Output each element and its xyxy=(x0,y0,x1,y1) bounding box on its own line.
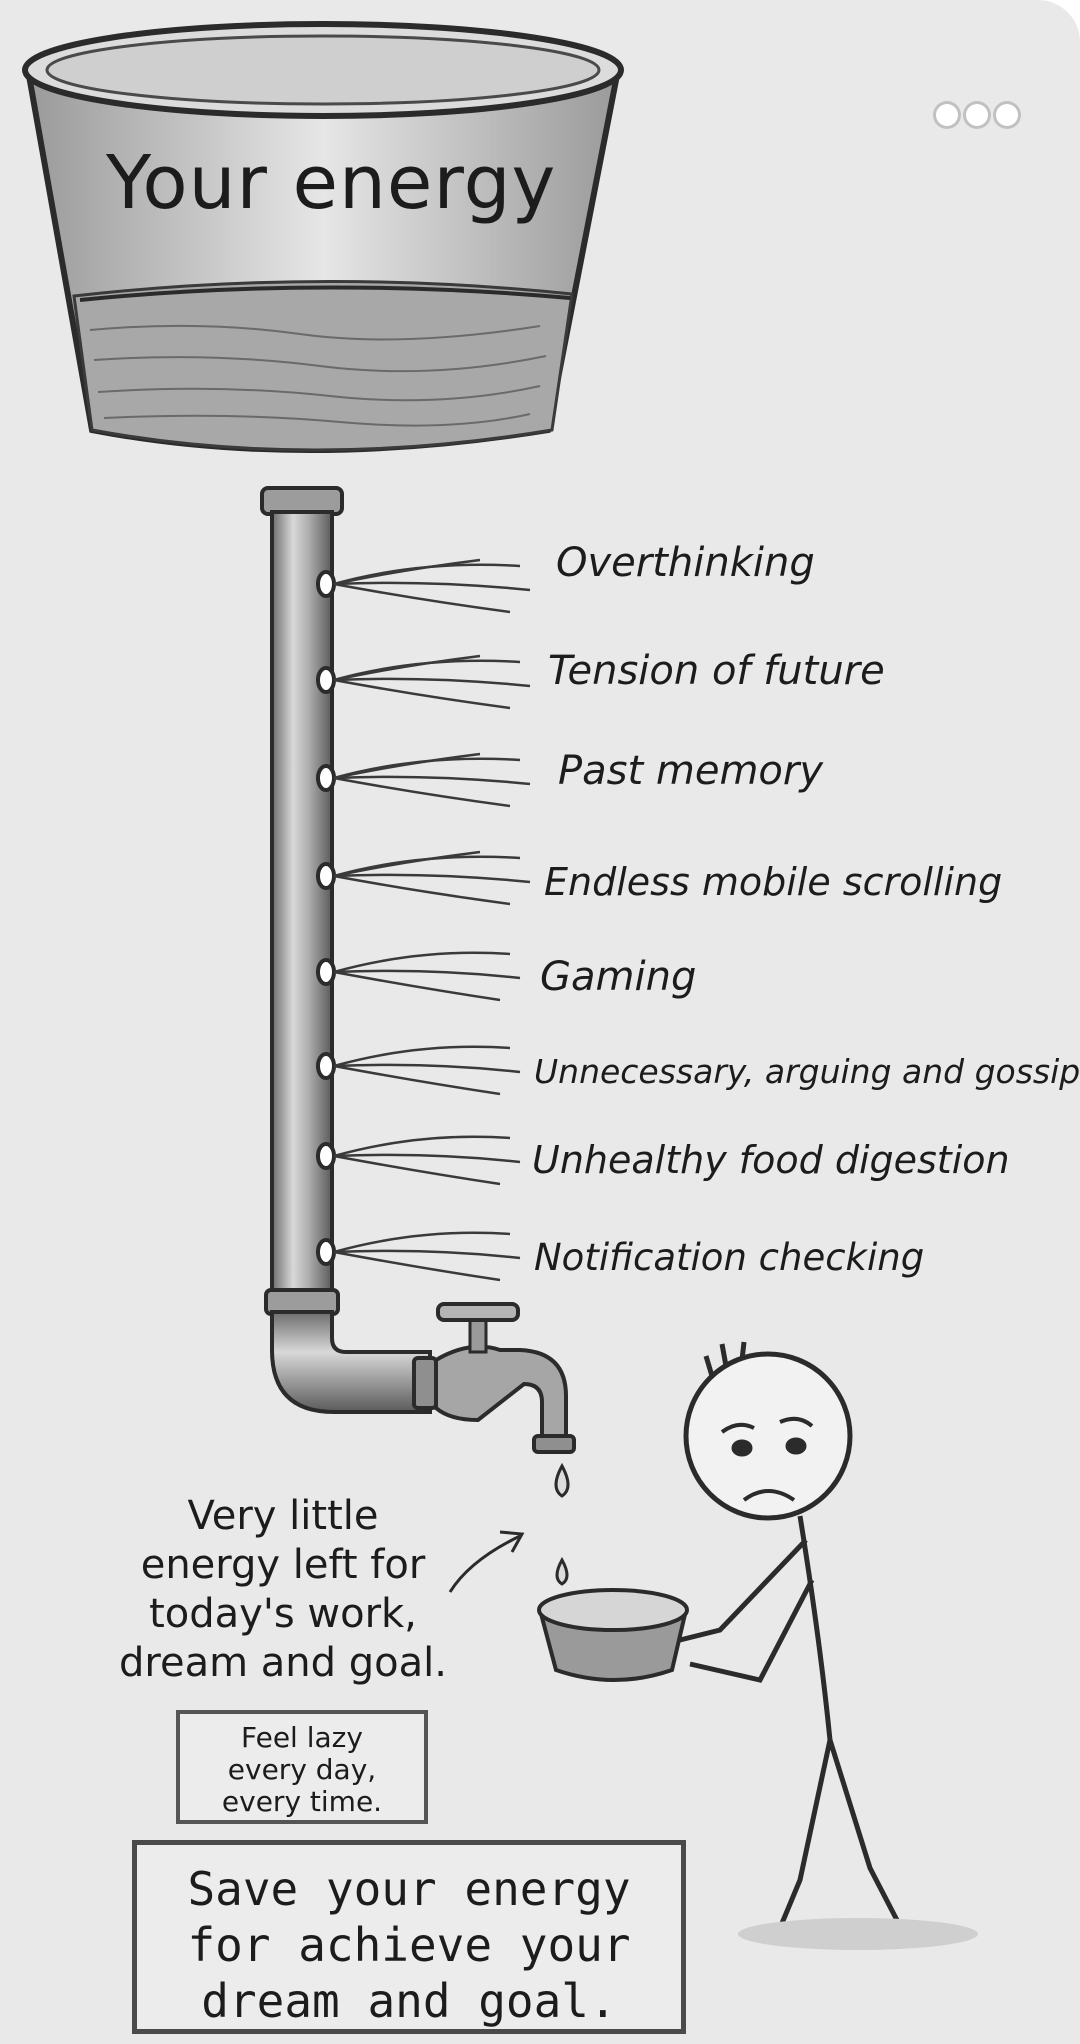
leak-label-arguing-gossip: Unnecessary, arguing and gossip xyxy=(534,1052,1080,1091)
leak-label-past-memory: Past memory xyxy=(558,748,823,794)
leak-label-mobile-scrolling: Endless mobile scrolling xyxy=(544,860,1003,904)
drain-pipe xyxy=(260,486,576,1586)
bucket-title: Your energy xyxy=(106,140,557,226)
tired-stick-figure xyxy=(679,1341,930,1931)
energy-bucket xyxy=(22,21,624,453)
leak-label-notification-checking: Notification checking xyxy=(534,1236,925,1279)
more-dots-icon xyxy=(996,104,1018,126)
more-options-button[interactable] xyxy=(924,98,1030,132)
save-energy-box: Save your energy for achieve your dream … xyxy=(132,1840,686,2034)
more-dots-icon xyxy=(936,104,958,126)
leak-label-overthinking: Overthinking xyxy=(556,540,815,586)
save-energy-text: Save your energy for achieve your dream … xyxy=(187,1862,631,2028)
more-dots-icon xyxy=(966,104,988,126)
empty-bowl xyxy=(537,1588,689,1682)
leak-label-gaming: Gaming xyxy=(540,954,697,1000)
feel-lazy-text: Feel lazy every day, every time. xyxy=(221,1721,383,1818)
leak-sprays xyxy=(316,558,531,1282)
note-arrow xyxy=(448,1534,521,1593)
leak-label-unhealthy-food: Unhealthy food digestion xyxy=(532,1138,1010,1182)
feel-lazy-box: Feel lazy every day, every time. xyxy=(176,1710,428,1824)
leak-label-tension-of-future: Tension of future xyxy=(548,648,885,694)
energy-left-note: Very little energy left for today's work… xyxy=(119,1493,447,1686)
